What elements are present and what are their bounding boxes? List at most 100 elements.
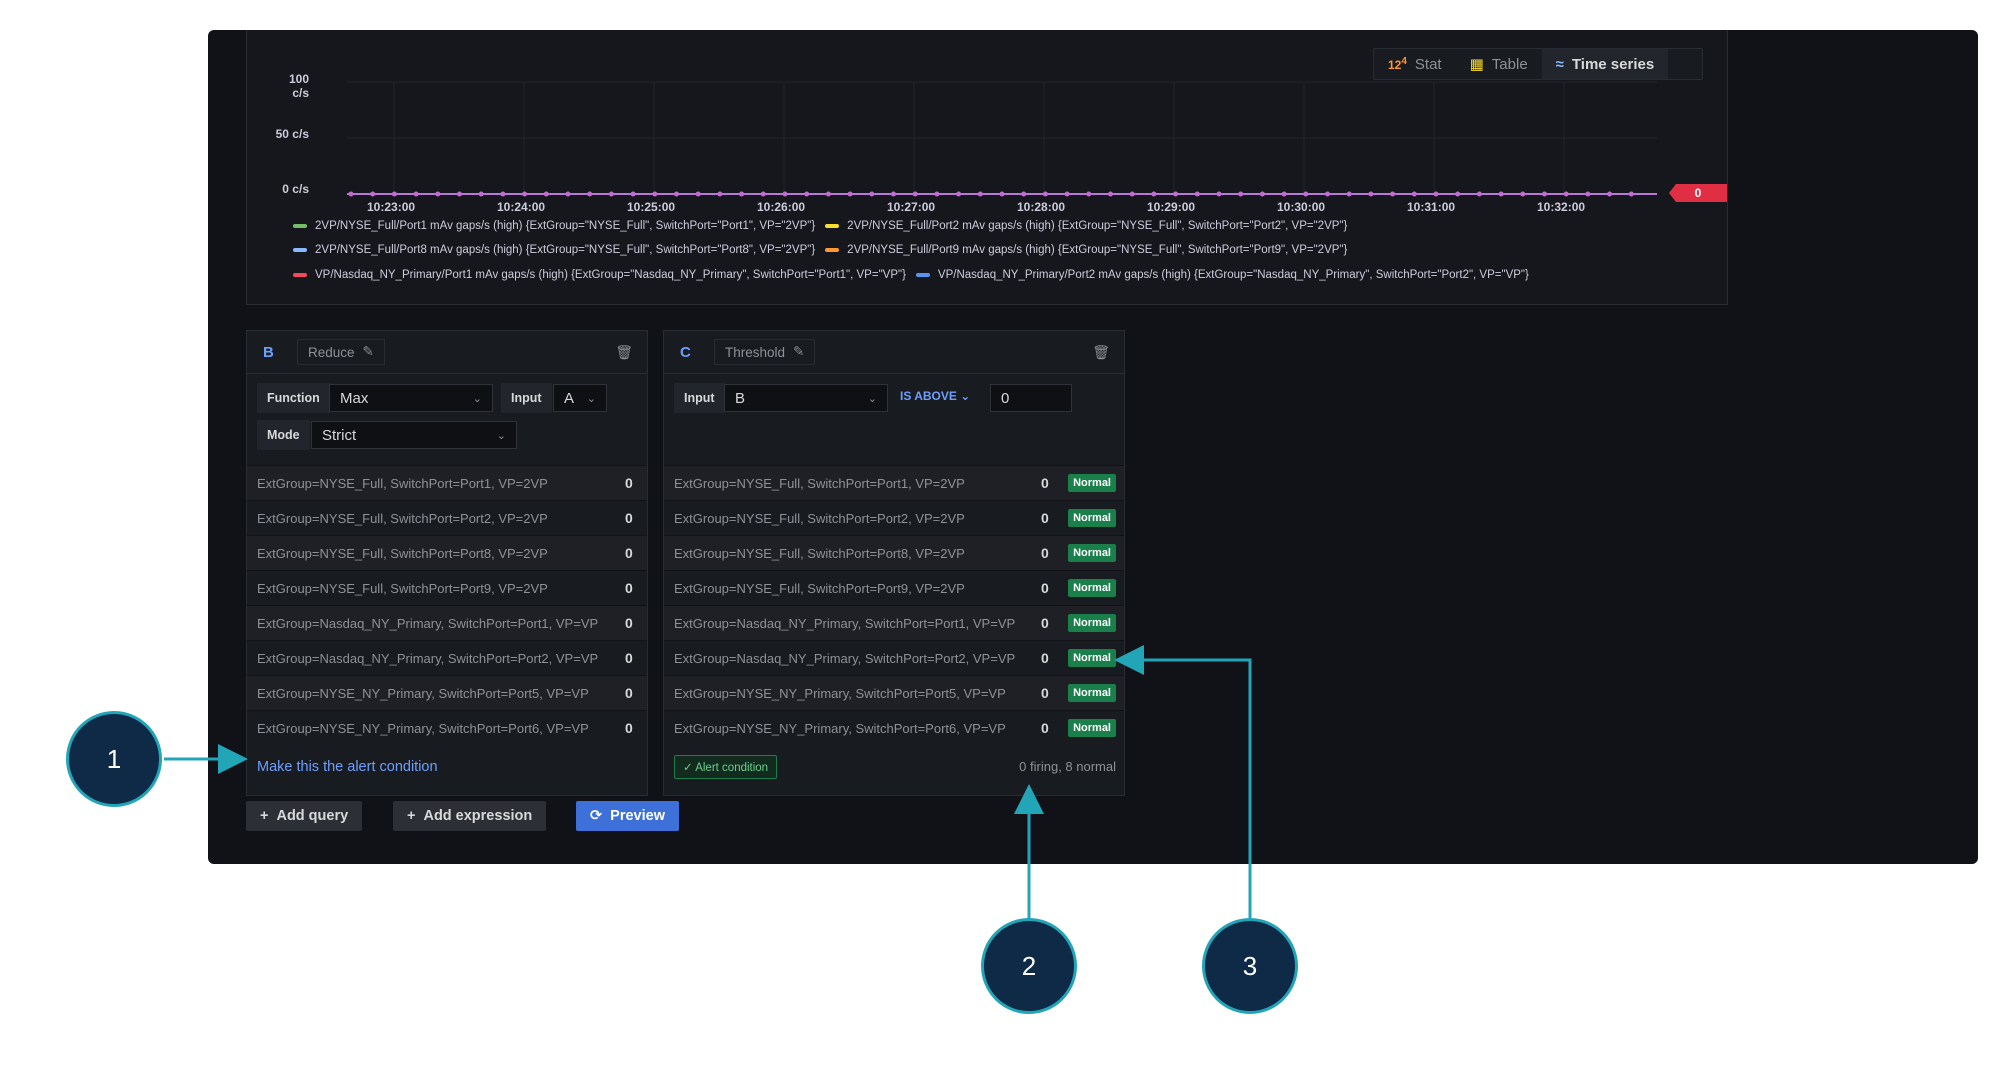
x-tick-label: 10:30:00: [1277, 200, 1326, 214]
x-tick-label: 10:29:00: [1147, 200, 1196, 214]
data-point: [1064, 191, 1070, 197]
legend-item[interactable]: VP/Nasdaq_NY_Primary/Port2 mAv gaps/s (h…: [915, 269, 1529, 281]
data-point: [1194, 191, 1200, 197]
status-badge: Normal: [1068, 474, 1116, 492]
viz-option-time-series[interactable]: ≈ Time series: [1541, 49, 1669, 79]
legend-item[interactable]: 2VP/NYSE_Full/Port1 mAv gaps/s (high) {E…: [293, 220, 815, 232]
y-tick-label: 0 c/s: [282, 182, 309, 196]
status-badge: Normal: [1068, 544, 1116, 562]
add-query-button[interactable]: +Add query: [246, 801, 363, 831]
expression-ref: B: [263, 343, 274, 361]
viz-option-stat[interactable]: 124 Stat: [1388, 55, 1442, 73]
table-row: ExtGroup=NYSE_NY_Primary, SwitchPort=Por…: [247, 675, 647, 710]
trash-icon[interactable]: 🗑: [1092, 344, 1110, 360]
data-point: [370, 191, 376, 197]
alert-rule-editor: 124 Stat ▦ Table ≈ Time series 100 c/s 5…: [208, 30, 1978, 864]
expression-type[interactable]: Threshold ✎: [714, 339, 816, 365]
expression-type[interactable]: Reduce ✎: [297, 339, 385, 365]
series-label: ExtGroup=Nasdaq_NY_Primary, SwitchPort=P…: [257, 650, 599, 666]
make-alert-condition-link[interactable]: Make this the alert condition: [257, 759, 438, 775]
mode-label: Mode: [257, 420, 310, 450]
threshold-results: ExtGroup=NYSE_Full, SwitchPort=Port1, VP…: [664, 465, 1124, 745]
data-point: [1563, 191, 1569, 197]
table-row: ExtGroup=NYSE_Full, SwitchPort=Port9, VP…: [247, 570, 647, 605]
threshold-value-input[interactable]: 0: [990, 384, 1072, 412]
reduce-results: ExtGroup=NYSE_Full, SwitchPort=Port1, VP…: [247, 465, 647, 745]
series-label: ExtGroup=NYSE_NY_Primary, SwitchPort=Por…: [674, 685, 1006, 701]
legend-item[interactable]: 2VP/NYSE_Full/Port2 mAv gaps/s (high) {E…: [825, 220, 1347, 232]
table-row: ExtGroup=NYSE_Full, SwitchPort=Port2, VP…: [247, 500, 647, 535]
callout-3: 3: [1202, 918, 1298, 1014]
current-value-tag: 0: [1669, 184, 1727, 202]
data-point: [1129, 191, 1135, 197]
series-value: 0: [1041, 720, 1049, 736]
series-value: 0: [625, 545, 633, 561]
viz-option-table[interactable]: ▦ Table: [1469, 55, 1528, 74]
data-point: [1433, 191, 1439, 197]
series-value: 0: [625, 475, 633, 491]
status-badge: Normal: [1068, 684, 1116, 702]
series-value: 0: [1041, 580, 1049, 596]
expression-header: B Reduce ✎ 🗑: [247, 331, 647, 374]
data-point: [500, 191, 506, 197]
series-value: 0: [625, 685, 633, 701]
series-value: 0: [625, 580, 633, 596]
data-point: [1042, 191, 1048, 197]
mode-select[interactable]: Strict⌄: [311, 421, 517, 449]
series-value: 0: [1041, 510, 1049, 526]
table-row: ExtGroup=Nasdaq_NY_Primary, SwitchPort=P…: [247, 640, 647, 675]
data-point: [1259, 191, 1265, 197]
data-point: [543, 191, 549, 197]
input-select[interactable]: A⌄: [553, 384, 607, 412]
series-value: 0: [1041, 650, 1049, 666]
operator-select[interactable]: IS ABOVE ⌄: [900, 389, 971, 403]
expression-header: C Threshold ✎ 🗑: [664, 331, 1124, 374]
legend-item[interactable]: 2VP/NYSE_Full/Port9 mAv gaps/s (high) {E…: [825, 244, 1347, 256]
trash-icon[interactable]: 🗑: [615, 344, 633, 360]
series-value: 0: [625, 510, 633, 526]
table-row: ExtGroup=Nasdaq_NY_Primary, SwitchPort=P…: [664, 605, 1124, 640]
data-point: [1542, 191, 1547, 197]
series-value: 0: [625, 720, 633, 736]
input-select[interactable]: B⌄: [724, 384, 888, 412]
plus-icon: +: [260, 808, 269, 824]
x-tick-label: 10:31:00: [1407, 200, 1456, 214]
data-point: [977, 191, 983, 197]
series-label: ExtGroup=NYSE_NY_Primary, SwitchPort=Por…: [257, 720, 589, 736]
preview-button[interactable]: ⟳Preview: [576, 801, 679, 831]
y-tick-label: 50 c/s: [275, 127, 309, 141]
series-label: ExtGroup=Nasdaq_NY_Primary, SwitchPort=P…: [674, 650, 1016, 666]
series-label: ExtGroup=NYSE_Full, SwitchPort=Port1, VP…: [257, 475, 548, 491]
chevron-down-icon: ⌄: [472, 393, 482, 405]
status-badge: Normal: [1068, 579, 1116, 597]
table-row: ExtGroup=Nasdaq_NY_Primary, SwitchPort=P…: [247, 605, 647, 640]
data-point: [1498, 191, 1504, 197]
check-icon: ✓: [683, 762, 693, 774]
data-point: [1173, 191, 1179, 197]
data-point: [999, 191, 1005, 197]
status-badge: Normal: [1068, 614, 1116, 632]
table-row: ExtGroup=NYSE_Full, SwitchPort=Port8, VP…: [247, 535, 647, 570]
data-point: [782, 191, 788, 197]
data-point: [435, 191, 441, 197]
series-label: ExtGroup=Nasdaq_NY_Primary, SwitchPort=P…: [257, 615, 599, 631]
data-point: [739, 191, 745, 197]
status-badge: Normal: [1068, 719, 1116, 737]
data-point: [1455, 191, 1461, 197]
series-label: ExtGroup=NYSE_Full, SwitchPort=Port8, VP…: [257, 545, 548, 561]
function-select[interactable]: Max⌄: [329, 384, 493, 412]
expression-ref: C: [680, 343, 691, 361]
callout-1: 1: [66, 711, 162, 807]
data-point: [1108, 191, 1113, 197]
table-icon: ▦: [1469, 56, 1484, 73]
data-point: [522, 191, 528, 197]
data-point: [1368, 191, 1374, 197]
legend-item[interactable]: 2VP/NYSE_Full/Port8 mAv gaps/s (high) {E…: [293, 244, 815, 256]
table-row: ExtGroup=NYSE_NY_Primary, SwitchPort=Por…: [247, 710, 647, 745]
data-point: [348, 191, 354, 197]
refresh-icon: ⟳: [590, 808, 603, 824]
legend-item[interactable]: VP/Nasdaq_NY_Primary/Port1 mAv gaps/s (h…: [293, 269, 906, 281]
add-expression-button[interactable]: +Add expression: [393, 801, 547, 831]
pencil-icon: ✎: [793, 344, 805, 359]
x-tick-label: 10:26:00: [757, 200, 806, 214]
